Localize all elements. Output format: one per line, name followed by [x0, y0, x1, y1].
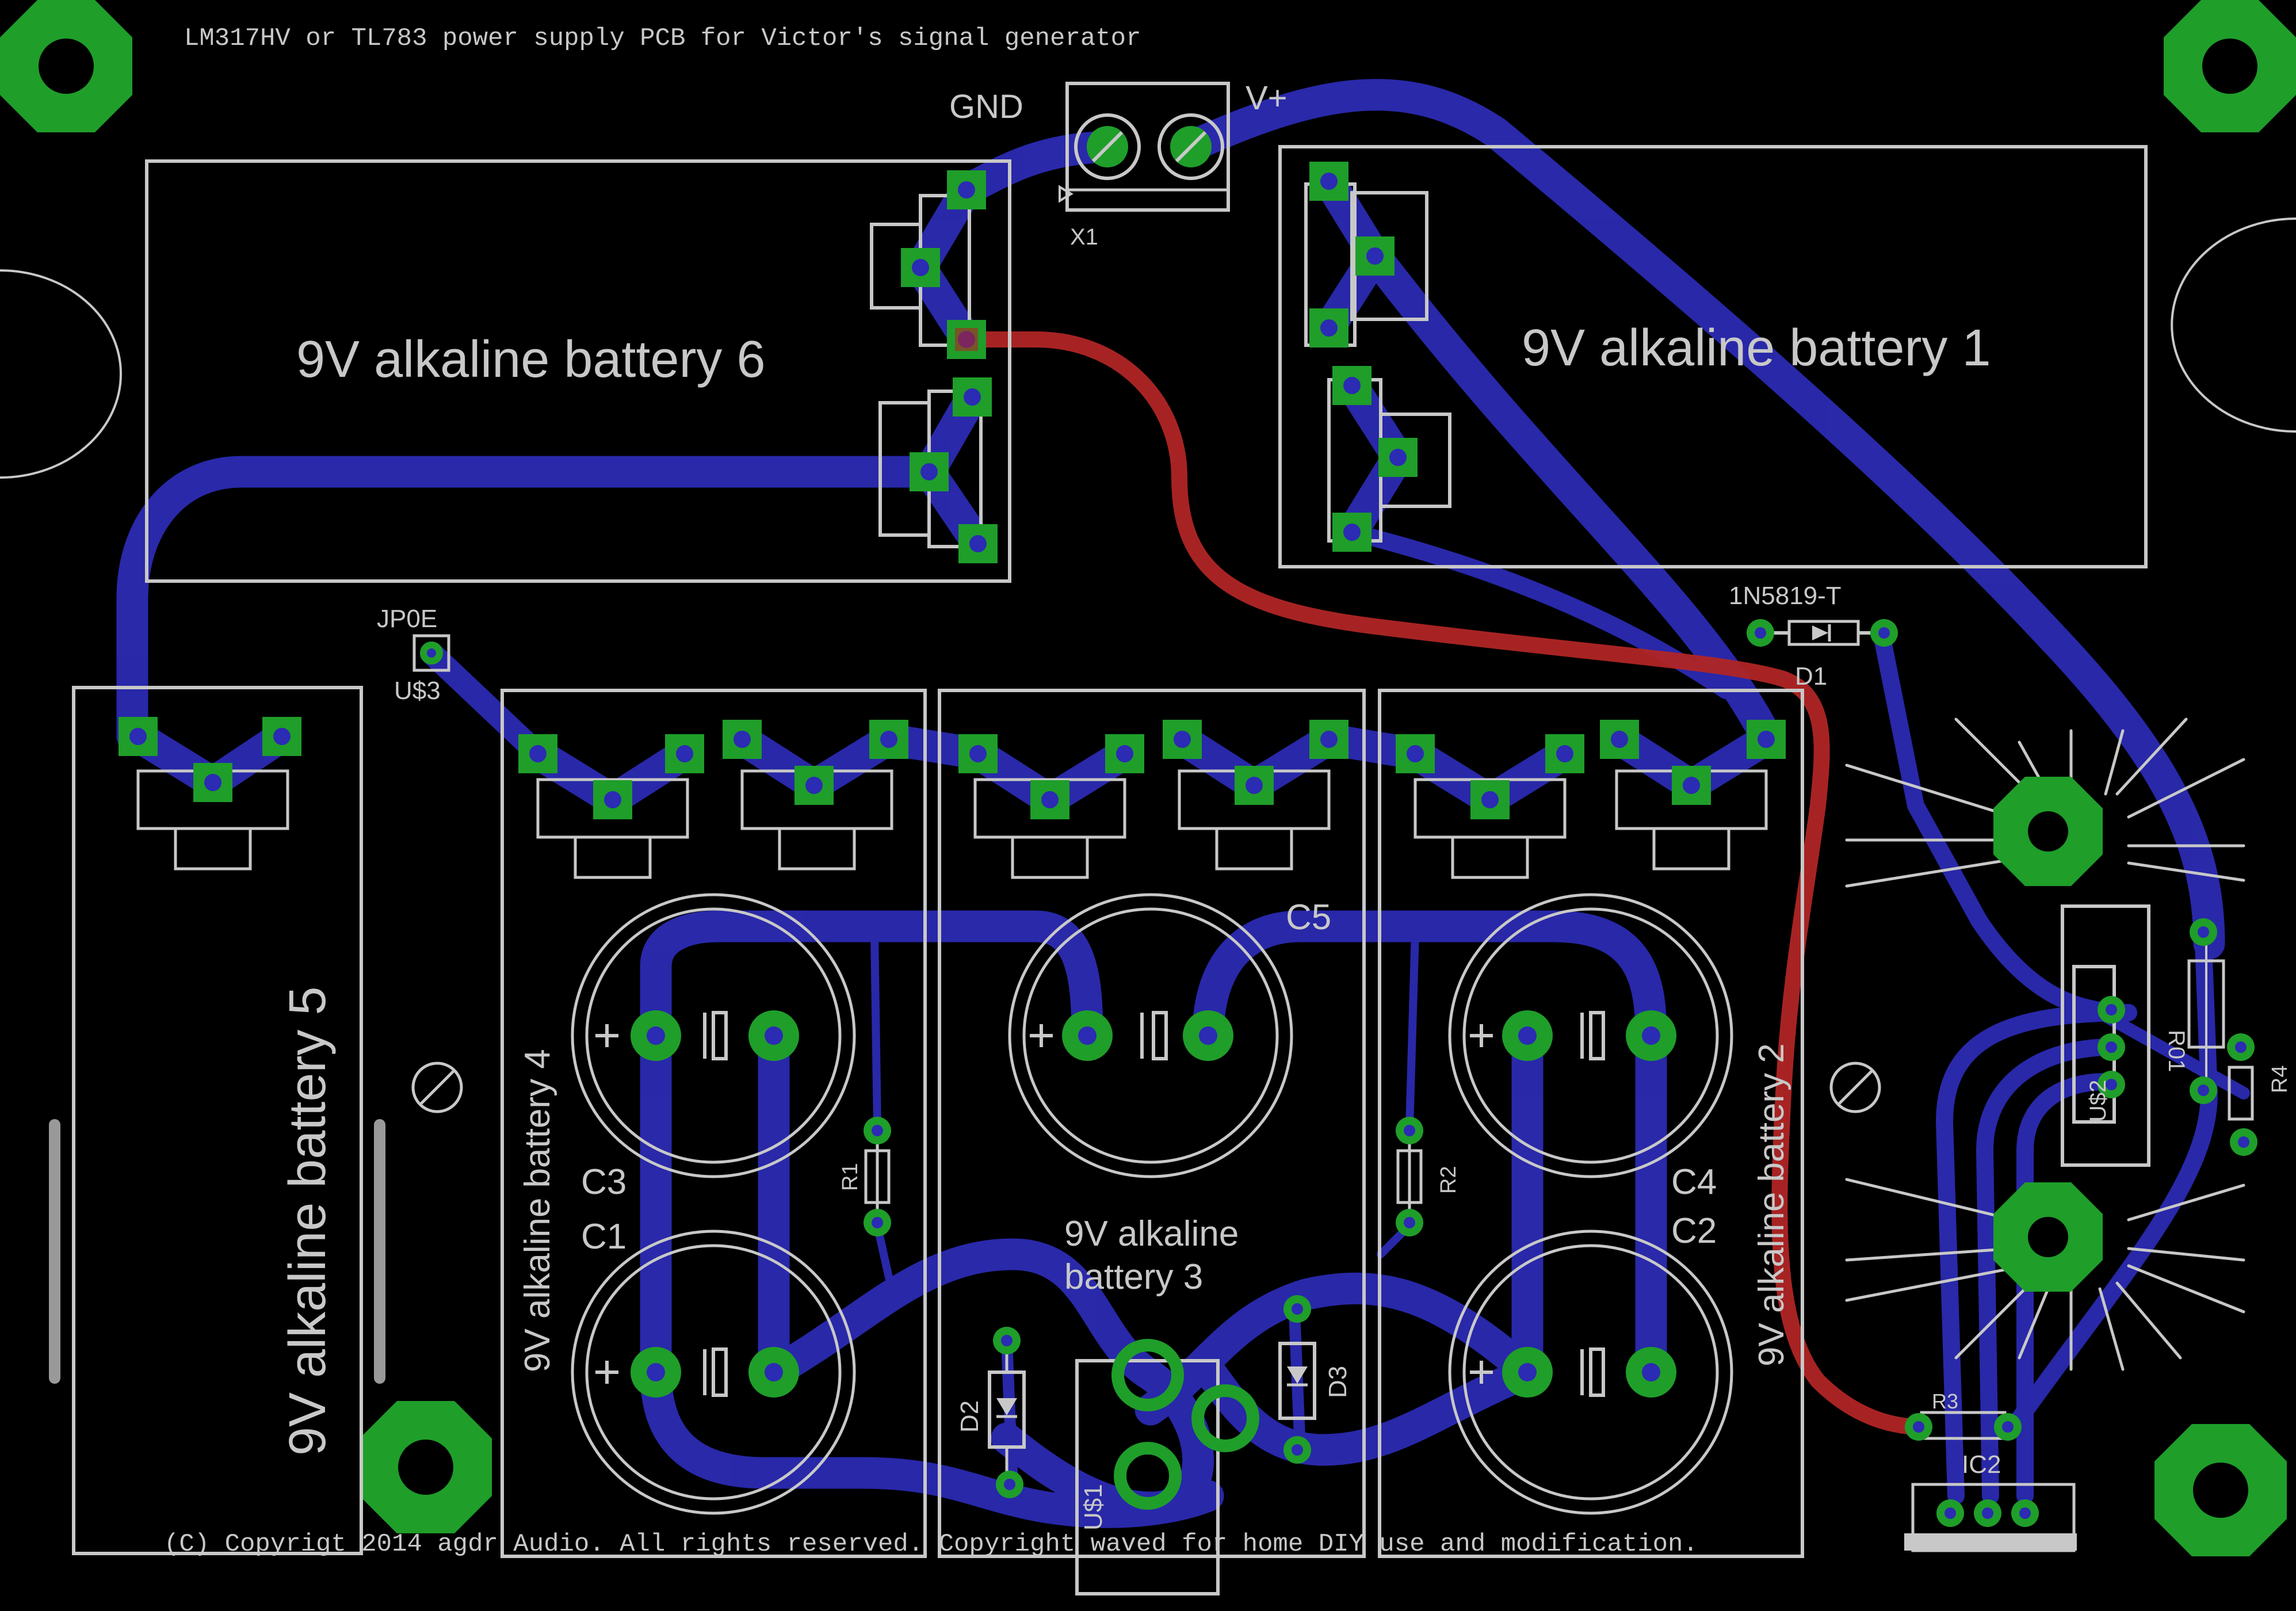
- battery-4-outline: [501, 689, 927, 1558]
- copyright-notice: (C) Copyrigt 2014 agdr Audio. All rights…: [164, 1530, 1698, 1559]
- battery-5-outline: [72, 686, 363, 1555]
- battery-2-label: 9V alkaline battery 2: [1752, 1043, 1791, 1366]
- capacitor-symbols: [595, 1011, 1605, 1397]
- capacitor-c5-label: C5: [1286, 898, 1331, 937]
- battery-3-outline: [938, 689, 1366, 1558]
- battery-6-label: 9V alkaline battery 6: [296, 331, 766, 388]
- mounting-hole-top-left: [0, 0, 132, 132]
- us1-pads: [1111, 1339, 1259, 1510]
- diode-d1: [1747, 619, 1898, 647]
- capacitor-c1-label: C1: [581, 1217, 626, 1257]
- resistor-r3-label: R3: [1932, 1389, 1958, 1413]
- diodes-d2-d3: [988, 1295, 1316, 1498]
- terminal-vplus-label: V+: [1246, 79, 1288, 117]
- terminal-x1: [1059, 113, 1228, 203]
- diode-d1-ref-label: D1: [1795, 662, 1827, 690]
- capacitor-outlines: [571, 893, 1733, 1515]
- us1-label: U$1: [1079, 1484, 1107, 1530]
- jumper-name-label: JP0E: [377, 605, 437, 633]
- battery-1-label: 9V alkaline battery 1: [1522, 319, 1991, 377]
- battery-2-outline: [1378, 689, 1804, 1558]
- battery-5-label: 9V alkaline battery 5: [279, 987, 337, 1456]
- terminal-ref-label: X1: [1070, 224, 1098, 250]
- heatsink-mount-top: [1993, 777, 2103, 886]
- mounting-hole-top-right: [2164, 0, 2296, 132]
- board-edge-right-notch: [2171, 217, 2296, 433]
- mounting-hole-bottom-left: [360, 1401, 492, 1533]
- jumper-jp0e: [412, 634, 450, 672]
- resistor-r4-label: R4: [2268, 1065, 2292, 1093]
- regulator-parts: [1904, 918, 2257, 1552]
- diode-d2-label: D2: [956, 1400, 984, 1433]
- battery-3-label-line2: battery 3: [1064, 1257, 1203, 1297]
- silkscreen-outlines: [72, 82, 2150, 1595]
- heatsink-mount-bottom: [1993, 1182, 2103, 1292]
- battery-3-label-line1: 9V alkaline: [1064, 1214, 1239, 1254]
- terminal-gnd-label: GND: [949, 88, 1023, 125]
- resistor-r1-label: R1: [838, 1163, 862, 1191]
- heatsink-outline: [1845, 717, 2245, 1371]
- us1-outline: [1075, 1359, 1220, 1595]
- r01-label: R01: [2164, 1030, 2189, 1072]
- battery-4-label: 9V alkaline battery 4: [518, 1049, 557, 1372]
- board-edge-left-notch: [0, 269, 122, 479]
- us2-label: U$2: [2085, 1080, 2111, 1122]
- diode-d1-part-label: 1N5819-T: [1729, 582, 1842, 610]
- diode-d3-label: D3: [1324, 1366, 1352, 1398]
- mounting-hole-bottom-right: [2154, 1424, 2287, 1556]
- ic2-label: IC2: [1962, 1450, 2001, 1479]
- capacitor-c2-label: C2: [1671, 1211, 1717, 1251]
- terminal-outline: [1065, 82, 1230, 212]
- spacer-symbols: [411, 1062, 1881, 1113]
- capacitor-c3-label: C3: [581, 1162, 626, 1202]
- board-title: LM317HV or TL783 power supply PCB for Vi…: [184, 24, 1141, 53]
- battery-6-outline: [145, 159, 1011, 583]
- resistors-r1-r2: [864, 1117, 1423, 1236]
- capacitor-c4-label: C4: [1671, 1162, 1717, 1202]
- jumper-ref-label: U$3: [394, 677, 441, 705]
- resistor-r2-label: R2: [1437, 1166, 1461, 1194]
- battery-1-outline: [1278, 145, 2148, 568]
